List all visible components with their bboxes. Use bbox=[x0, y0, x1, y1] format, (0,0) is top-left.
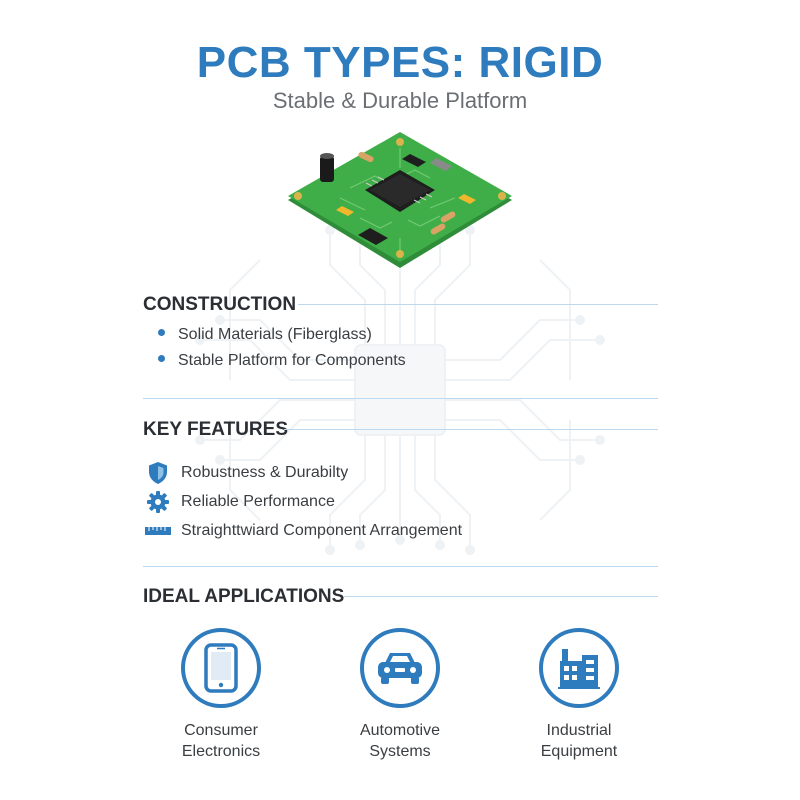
factory-icon bbox=[539, 628, 619, 708]
rigid-pcb-illustration bbox=[288, 132, 512, 268]
application-automotive-systems: Automotive Systems bbox=[325, 628, 475, 762]
construction-heading: CONSTRUCTION bbox=[143, 294, 297, 315]
bullet-icon bbox=[158, 355, 165, 363]
construction-item: Stable Platform for Components bbox=[158, 352, 406, 370]
features-rule bbox=[284, 429, 658, 430]
feature-item: Straighttwiard Component Arrangement bbox=[145, 518, 462, 544]
page-title: PCB TYPES: RIGID bbox=[196, 38, 604, 87]
feature-item: Robustness & Durabilty bbox=[145, 460, 348, 486]
smartphone-icon bbox=[181, 628, 261, 708]
application-industrial-equipment: Industrial Equipment bbox=[504, 628, 654, 762]
car-icon bbox=[360, 628, 440, 708]
gear-icon bbox=[145, 489, 171, 515]
feature-item: Reliable Performance bbox=[145, 489, 335, 515]
shield-icon bbox=[145, 460, 171, 486]
construction-item: Solid Materials (Fiberglass) bbox=[158, 326, 372, 344]
construction-rule bbox=[298, 304, 658, 305]
bullet-icon bbox=[158, 329, 165, 337]
application-consumer-electronics: Consumer Electronics bbox=[146, 628, 296, 762]
section-divider bbox=[143, 566, 658, 567]
applications-heading: IDEAL APPLICATIONS bbox=[143, 586, 345, 607]
page-subtitle: Stable & Durable Platform bbox=[272, 88, 528, 113]
applications-rule bbox=[344, 596, 658, 597]
key-features-heading: KEY FEATURES bbox=[143, 419, 288, 440]
ruler-icon bbox=[145, 518, 171, 544]
section-divider bbox=[143, 398, 658, 399]
